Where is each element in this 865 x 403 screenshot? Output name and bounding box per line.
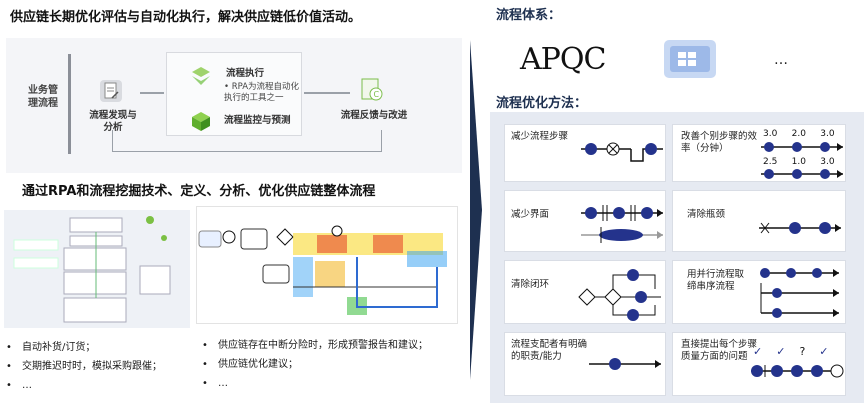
bpmn-heatmap-image xyxy=(196,206,458,324)
biz-process-label: 业务管理流程 xyxy=(28,85,58,109)
list-item: •自动补货/订货； xyxy=(6,342,96,353)
feedback-doc-icon: C xyxy=(361,78,383,101)
apqc-logo xyxy=(508,38,626,80)
list-item: •… xyxy=(6,380,32,391)
monitor-label: 流程监控与预测 xyxy=(224,115,291,126)
execute-monitor-box xyxy=(166,52,302,136)
check-icon: ✓ xyxy=(776,345,786,358)
method-card-process-owner: 流程支配者有明确的职责/能力 xyxy=(504,332,666,396)
method-label: 用并行流程取缔串序流程 xyxy=(687,269,745,292)
cube-icon xyxy=(192,112,210,131)
method-card-reduce-interfaces: 减少界面 xyxy=(504,190,666,252)
biz-bar-divider xyxy=(68,54,71,154)
method-label: 直接提出每个步骤质量方面的问题 xyxy=(681,339,758,362)
method-label: 减少界面 xyxy=(511,209,550,220)
svg-text:C: C xyxy=(374,90,380,99)
method-card-remove-bottleneck: 清除瓶颈 xyxy=(672,190,846,252)
framework-image xyxy=(664,40,716,78)
reduce-steps-diagram xyxy=(581,142,663,162)
auto-actions-list: •自动补货/订货； •交期推迟时时，模拟采购跟催； •… xyxy=(6,338,162,395)
method-title: 流程优化方法： xyxy=(496,96,588,111)
question-icon: ? xyxy=(799,345,806,358)
remove-loop-diagram xyxy=(578,269,661,321)
process-map-image xyxy=(4,210,190,328)
check-icon: ✓ xyxy=(819,345,829,358)
risk-actions-list: •供应链存在中断分险时，形成预警报告和建议； •供应链优化建议； •… xyxy=(202,336,428,393)
list-item: •供应链优化建议； xyxy=(202,359,298,370)
feedback-label: 流程反馈与改进 xyxy=(340,110,408,121)
duration-after: 2.5 1.0 3.0 xyxy=(763,157,835,167)
more-indicator: … xyxy=(774,52,788,68)
list-item: •交期推迟时时，模拟采购跟催； xyxy=(6,361,162,372)
method-label: 改善个别步骤的效率（分钟） xyxy=(681,131,758,154)
method-card-improve-efficiency: 改善个别步骤的效率（分钟） 3.0 2.0 3.0 2.5 1.0 3.0 xyxy=(672,124,846,182)
method-label: 清除闭环 xyxy=(511,279,550,290)
reduce-interfaces-diagram xyxy=(581,205,663,243)
layers-icon xyxy=(192,67,210,85)
method-card-parallel: 用并行流程取缔串序流程 xyxy=(672,260,846,324)
method-label: 清除瓶颈 xyxy=(687,209,726,220)
main-title: 供应链长期优化评估与自动化执行，解决供应链低价值活动。 xyxy=(10,10,362,25)
method-card-quality: 直接提出每个步骤质量方面的问题 ✓ ✓ ? ✓ xyxy=(672,332,846,396)
system-title: 流程体系： xyxy=(496,8,562,23)
execute-label: 流程执行 xyxy=(226,68,265,79)
quality-marks: ✓ ✓ ? ✓ xyxy=(753,345,845,358)
quality-diagram xyxy=(751,364,844,378)
document-edit-icon xyxy=(100,80,122,102)
method-label: 减少流程步骤 xyxy=(511,131,569,142)
method-label: 流程支配者有明确的职责/能力 xyxy=(511,339,588,362)
check-icon: ✓ xyxy=(753,345,763,358)
flow-arrow-2 xyxy=(304,92,350,94)
list-item: •供应链存在中断分险时，形成预警报告和建议； xyxy=(202,340,428,351)
execute-note: • RPA为流程自动化执行的工具之一 xyxy=(224,82,300,103)
method-card-reduce-steps: 减少流程步骤 xyxy=(504,124,666,182)
method-card-remove-loop: 清除闭环 xyxy=(504,260,666,324)
efficiency-before-diagram xyxy=(761,142,843,152)
apqc-logo-text: APQC xyxy=(520,42,606,77)
parallel-diagram xyxy=(760,268,839,318)
flow-arrow xyxy=(140,92,164,94)
discover-label: 流程发现与分析 xyxy=(89,110,137,133)
chevron-right-icon xyxy=(470,40,482,380)
bottleneck-diagram xyxy=(759,222,841,234)
list-item: •… xyxy=(202,378,228,389)
process-owner-diagram xyxy=(589,358,661,370)
duration-before: 3.0 2.0 3.0 xyxy=(763,129,835,139)
mining-section-title: 通过RPA和流程挖掘技术、定义、分析、优化供应链整体流程 xyxy=(22,184,376,199)
feedback-loop-line xyxy=(112,130,382,152)
efficiency-after-diagram xyxy=(761,169,843,179)
